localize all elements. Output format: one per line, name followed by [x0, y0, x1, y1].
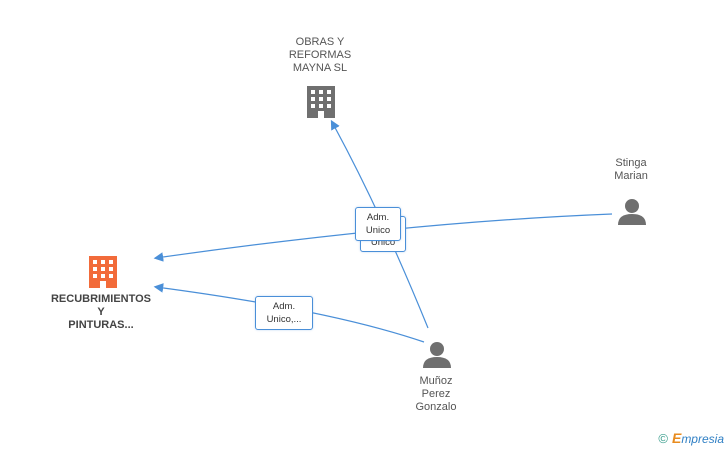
person-icon — [618, 199, 646, 225]
node-label-main-company[interactable]: RECUBRIMIENTOS Y PINTURAS... — [50, 293, 152, 331]
edge-label-lower[interactable]: Adm. Unico,... — [255, 296, 313, 330]
node-label-obras[interactable]: OBRAS Y REFORMAS MAYNA SL — [288, 36, 352, 74]
person-icon — [423, 342, 451, 368]
node-label-stinga[interactable]: Stinga Marian — [614, 157, 648, 182]
node-label-munoz[interactable]: Muñoz Perez Gonzalo — [415, 375, 457, 413]
building-icon — [89, 256, 117, 288]
empresia-logo: © Empresia — [658, 430, 724, 446]
building-icon — [307, 86, 335, 118]
edge-label-front[interactable]: Adm. Unico — [355, 207, 401, 241]
copyright-icon: © — [658, 430, 668, 446]
